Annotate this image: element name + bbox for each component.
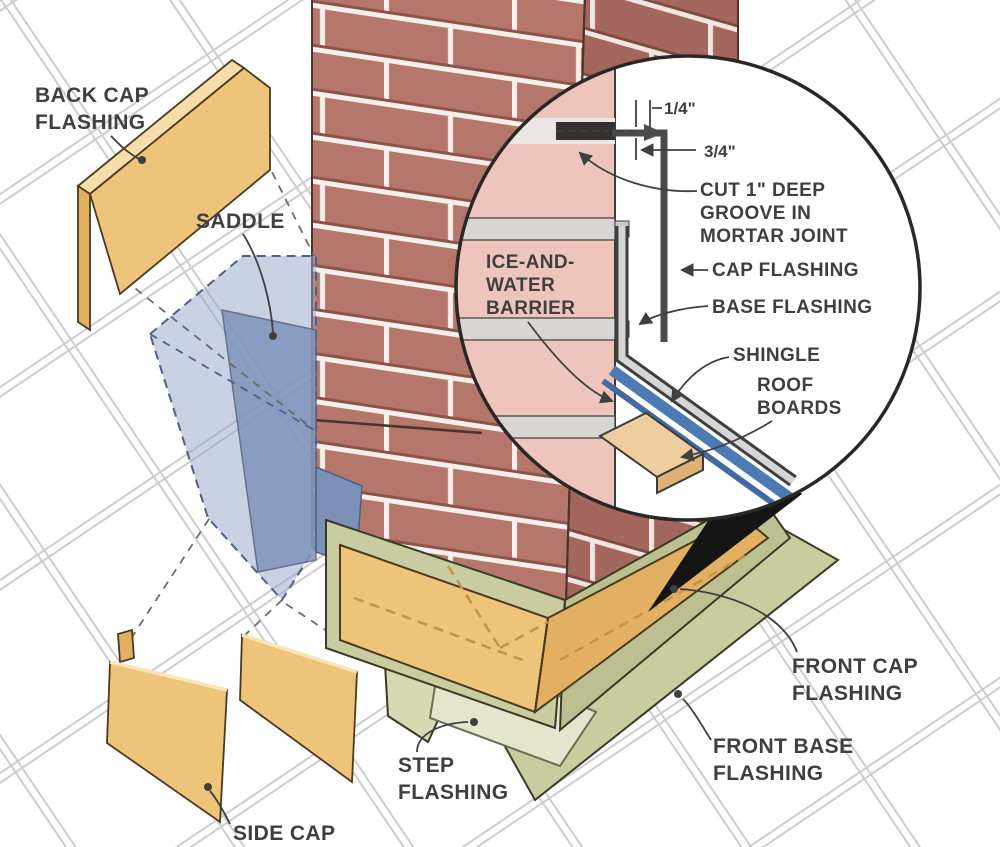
front-base-flashing-label-line2: FLASHING xyxy=(713,762,824,785)
dimension-three-quarter-inch: 3/4" xyxy=(704,142,736,161)
shingle-layer xyxy=(608,365,794,503)
roof-boards-label-line2: BOARDS xyxy=(757,398,842,419)
step-flashing-leader xyxy=(416,721,469,753)
back-cap-flashing-label-line1: BACK CAP xyxy=(35,84,149,107)
cut-groove-label-line2: GROOVE IN xyxy=(700,203,811,224)
fold-dash xyxy=(499,620,549,650)
guide-line xyxy=(129,518,210,641)
guide-line xyxy=(149,333,315,431)
side-cap-1-top-edge xyxy=(109,660,228,692)
ice-water-barrier-label-line2: WATER xyxy=(486,275,555,296)
roof-boards-leader xyxy=(680,420,773,462)
leader-dot xyxy=(470,718,478,726)
side-cap-label: SIDE CAP xyxy=(233,822,335,845)
side-cap-1-fold-tab xyxy=(117,628,135,664)
inset-labels: ICE-AND- WATER BARRIER CUT 1" DEEP GROOV… xyxy=(486,151,872,462)
step-flashing-label-line1: STEP xyxy=(398,754,454,777)
side-cap-2-top-edge xyxy=(241,633,358,674)
ice-water-barrier-leader xyxy=(527,321,614,404)
dimension-marks xyxy=(635,100,696,160)
saddle-roofline-on-brick xyxy=(313,418,483,435)
step-flashing-label-line2: FLASHING xyxy=(398,781,509,804)
back-cap-face xyxy=(88,66,271,296)
ice-water-barrier-label-line3: BARRIER xyxy=(486,298,575,319)
cap-flashing-hook xyxy=(644,124,664,141)
leader-dot xyxy=(204,783,212,791)
saddle-leader xyxy=(242,233,274,333)
cap-flashing-corner-fold xyxy=(534,617,549,713)
cap-flashing-label: CAP FLASHING xyxy=(712,260,859,281)
guide-line xyxy=(271,171,315,257)
cut-groove-label-line1: CUT 1" DEEP xyxy=(700,180,825,201)
front-cap-flashing-label-line2: FLASHING xyxy=(792,682,903,705)
front-base-flashing-leader xyxy=(682,698,712,741)
main-labels: BACK CAP FLASHING SADDLE SIDE CAP STEP F… xyxy=(35,84,918,845)
ice-water-barrier-label-line1: ICE-AND- xyxy=(486,252,575,273)
back-cap-flashing-piece xyxy=(76,58,271,332)
back-cap-end-tab xyxy=(77,184,91,332)
inset-circle-outline xyxy=(454,54,922,522)
side-cap-flashing-pieces xyxy=(106,628,358,824)
base-flashing-label: BASE FLASHING xyxy=(712,297,872,318)
base-flashing-assembly xyxy=(325,490,840,802)
front-cap-flashing-label-line1: FRONT CAP xyxy=(792,655,918,678)
leader-dot xyxy=(138,156,146,164)
leader-dot xyxy=(269,332,277,340)
cut-groove-label-line3: MORTAR JOINT xyxy=(700,226,848,247)
leader-dot xyxy=(670,585,678,593)
base-flashing-leader xyxy=(638,305,709,326)
back-cap-flashing-leader xyxy=(110,135,140,160)
front-cap-flashing-leader xyxy=(679,588,798,653)
dimension-quarter-inch: 1/4" xyxy=(664,99,696,118)
fold-dash xyxy=(353,596,529,664)
guide-line xyxy=(111,269,315,431)
roof-board-edge xyxy=(656,452,704,495)
shingle-label: SHINGLE xyxy=(733,345,820,366)
front-base-flashing-label-line1: FRONT BASE xyxy=(713,735,854,758)
back-cap-flashing-label-line2: FLASHING xyxy=(35,111,146,134)
side-cap-leader xyxy=(209,790,231,825)
leader-dot xyxy=(674,690,682,698)
roof-boards-label-line1: ROOF xyxy=(757,375,814,396)
shingle-leader xyxy=(670,356,730,403)
saddle-label: SADDLE xyxy=(196,210,285,233)
cut-groove-leader xyxy=(578,151,698,193)
